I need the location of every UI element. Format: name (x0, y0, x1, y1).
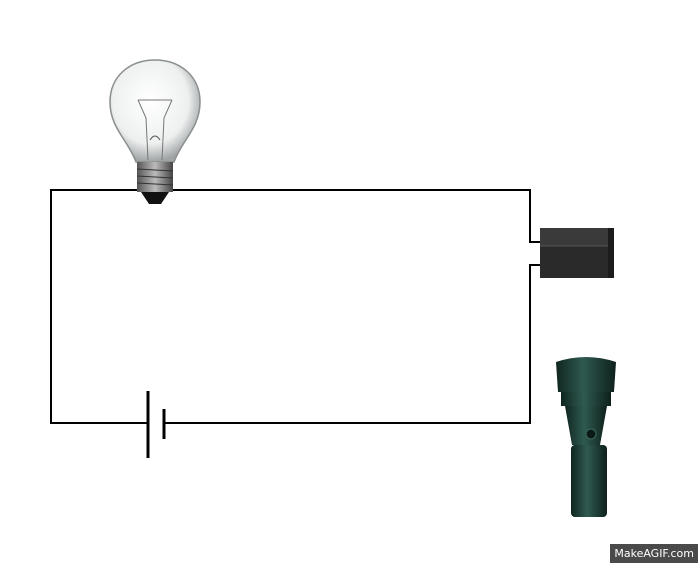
wire (50, 189, 540, 424)
flashlight-icon (556, 357, 616, 517)
battery-icon (146, 391, 166, 458)
watermark: MakeAGIF.com (610, 544, 698, 563)
light-bulb-icon (109, 59, 201, 204)
switch-icon (540, 228, 614, 278)
